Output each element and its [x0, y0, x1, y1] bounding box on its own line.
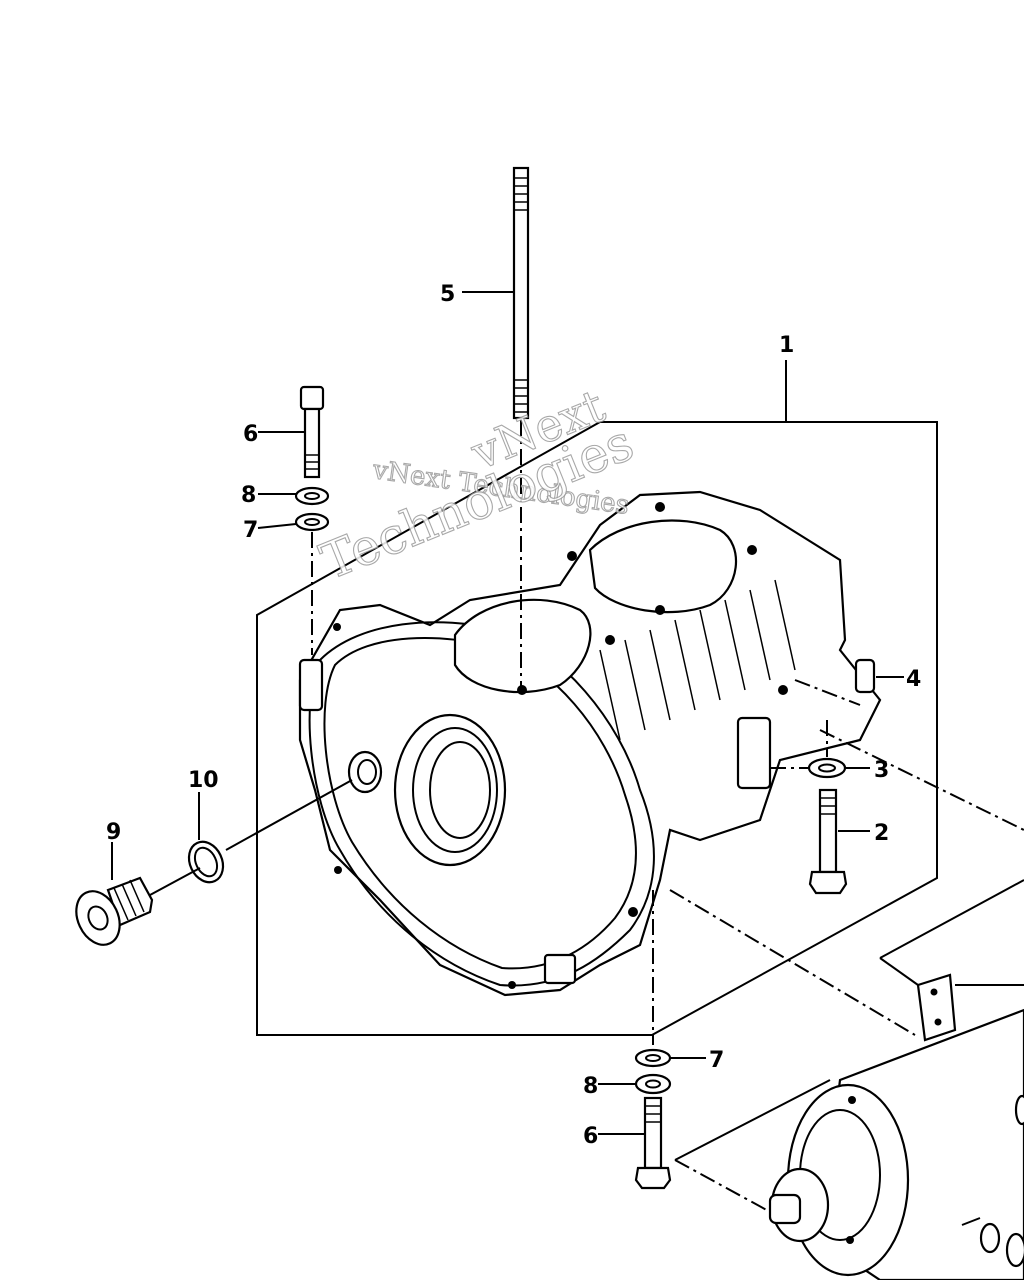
- callout-9: 9: [106, 820, 121, 845]
- o-ring-part-10: [187, 779, 353, 884]
- callout-7-bottom: 7: [709, 1048, 724, 1073]
- callout-5: 5: [440, 282, 455, 307]
- callout-6-top: 6: [243, 422, 258, 447]
- upper-washer-part-7: [257, 512, 330, 655]
- stud-part-5: [462, 166, 530, 690]
- callout-1: 1: [779, 333, 794, 358]
- callout-2: 2: [874, 821, 889, 846]
- callout-3: 3: [874, 758, 889, 783]
- lower-washer-part-7: [634, 890, 706, 1068]
- callout-8-top: 8: [241, 483, 256, 508]
- callout-6-bottom: 6: [583, 1124, 598, 1149]
- callout-8-bottom: 8: [583, 1074, 598, 1099]
- callout-10: 10: [188, 768, 219, 793]
- crankcase-housing: [298, 490, 882, 997]
- callout-4: 4: [906, 667, 921, 692]
- upper-washer-part-8: [258, 486, 330, 506]
- callout-7-top: 7: [243, 518, 258, 543]
- upper-bolt-part-6: [258, 385, 325, 479]
- washer-part-3: [770, 720, 870, 779]
- starter-motor-assembly: [669, 729, 1024, 1280]
- lower-bolt-part-6: [598, 1096, 672, 1190]
- bolt-part-2: [808, 788, 870, 895]
- lower-washer-part-8: [598, 1073, 672, 1095]
- dowel-pin-part-4: [794, 658, 904, 706]
- drain-plug-part-9: [75, 842, 201, 946]
